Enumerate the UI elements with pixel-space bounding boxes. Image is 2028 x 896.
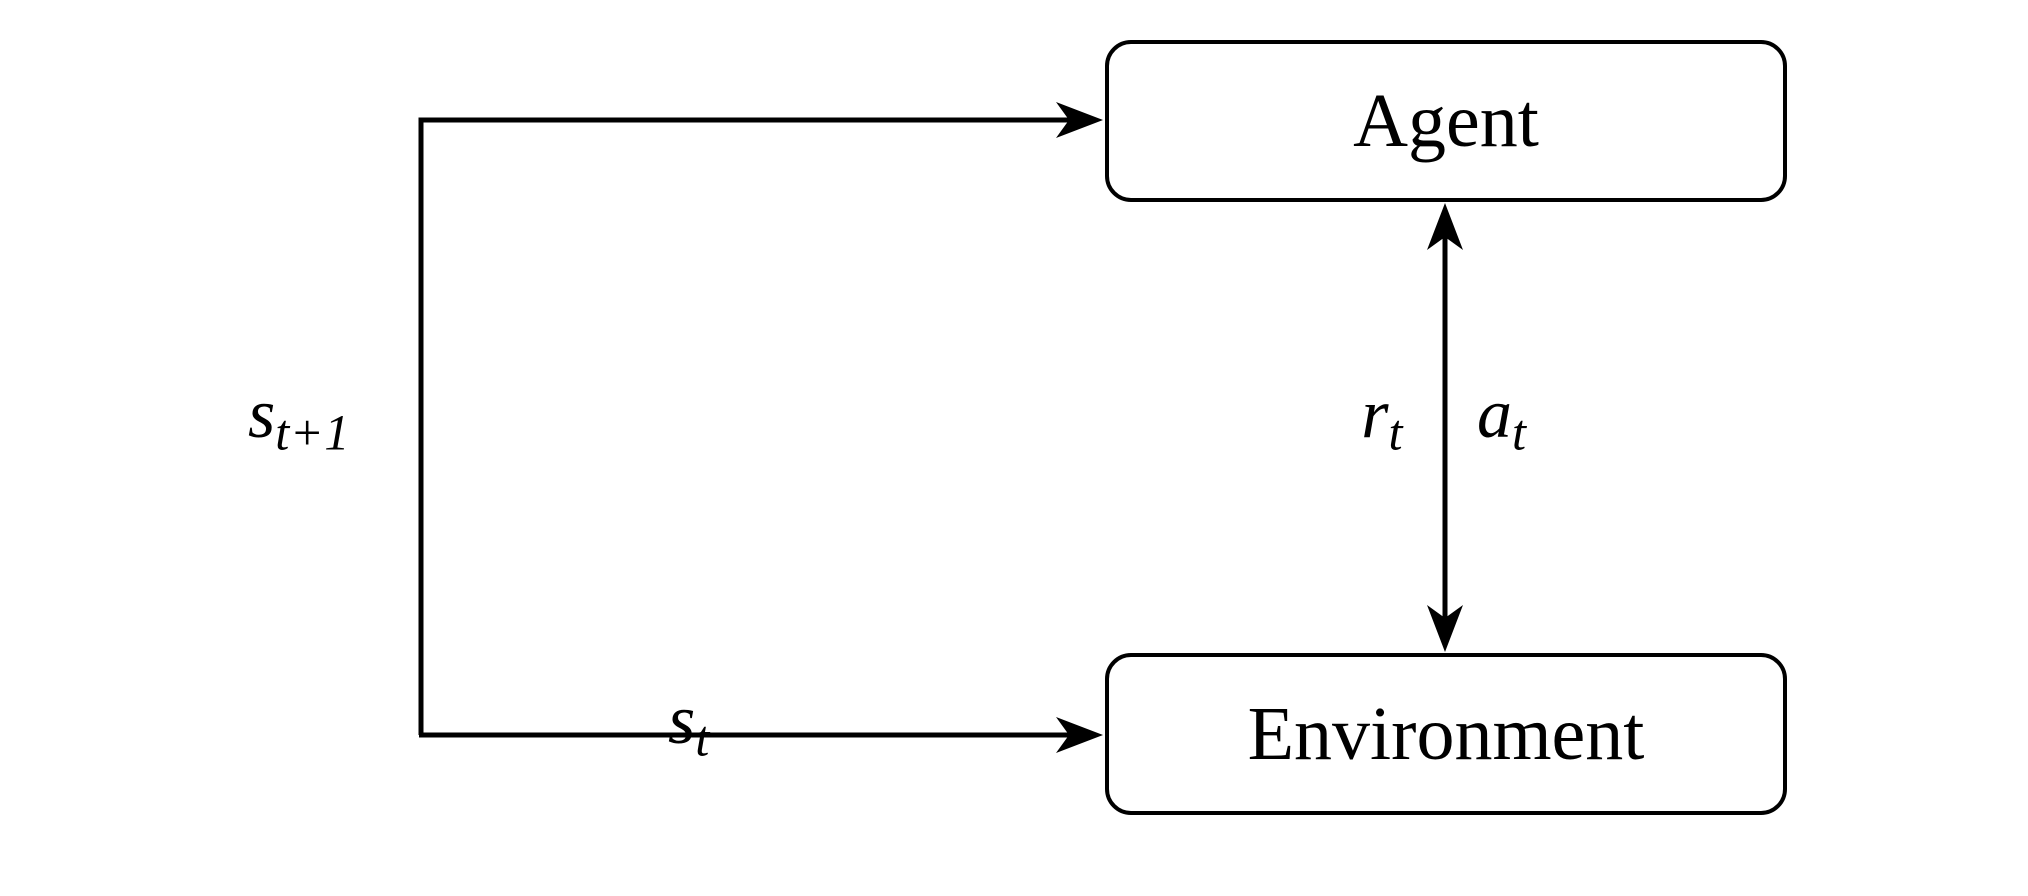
agent-node: Agent xyxy=(1105,40,1787,202)
reward-label: rt xyxy=(1361,380,1403,458)
state-base: s xyxy=(668,682,696,759)
environment-label: Environment xyxy=(1247,692,1645,776)
reward-action-arrowhead-down-icon xyxy=(1427,605,1463,652)
action-subscript: t xyxy=(1512,404,1527,461)
state-subscript: t xyxy=(695,710,710,767)
state-label: st xyxy=(668,686,710,764)
reward-subscript: t xyxy=(1388,404,1403,461)
agent-label: Agent xyxy=(1353,79,1539,163)
action-base: a xyxy=(1477,376,1512,453)
reward-base: r xyxy=(1361,376,1389,453)
next-state-arrow-shaft xyxy=(418,117,1075,735)
state-arrowhead-icon xyxy=(1056,717,1103,753)
reward-action-arrowhead-up-icon xyxy=(1427,203,1463,250)
next-state-arrowhead-icon xyxy=(1056,102,1103,138)
next-state-subscript: t+1 xyxy=(275,404,350,461)
environment-node: Environment xyxy=(1105,653,1787,815)
action-label: at xyxy=(1477,380,1527,458)
next-state-base: s xyxy=(248,376,276,453)
next-state-label: st+1 xyxy=(248,380,350,458)
